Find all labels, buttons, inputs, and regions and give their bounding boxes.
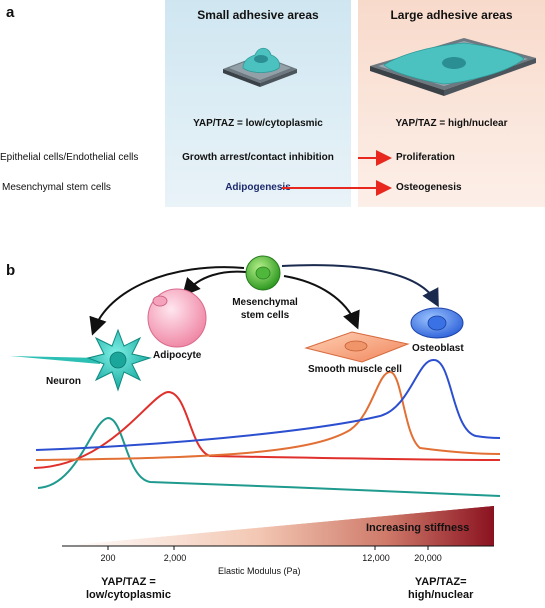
small-area-header: Small adhesive areas (197, 8, 319, 22)
arrow-to-adipocyte (182, 270, 247, 297)
stiffness-label: Increasing stiffness (366, 522, 470, 534)
small-area-epithelial-outcome: Growth arrest/contact inhibition (182, 152, 334, 163)
osteoblast-curve (35, 359, 501, 451)
yap-high-line2: high/nuclear (408, 589, 474, 601)
neuron-axon (10, 356, 100, 364)
adipocyte-curve (33, 390, 501, 469)
axis-title: Elastic Modulus (Pa) (218, 566, 301, 576)
small-area-msc-outcome: Adipogenesis (225, 182, 291, 193)
panel-b-diagram (10, 255, 501, 550)
smooth-muscle-curve (35, 370, 501, 461)
yap-high-label: YAP/TAZ= high/nuclear (408, 576, 473, 602)
panel-b-letter: b (6, 262, 16, 279)
yap-low-line1: YAP/TAZ = (101, 576, 156, 588)
tick-label-12000: 12,000 (362, 553, 390, 563)
smooth-muscle-label: Smooth muscle cell (308, 364, 402, 375)
row-label-epithelial: Epithelial cells/Endothelial cells (0, 152, 139, 163)
tick-label-20000: 20,000 (414, 553, 442, 563)
adipocyte-label: Adipocyte (153, 350, 202, 361)
large-area-background (358, 0, 545, 207)
arrow-to-neuron (89, 266, 245, 336)
large-area-header: Large adhesive areas (390, 8, 513, 22)
yap-low-line2: low/cytoplasmic (86, 589, 171, 601)
msc-label: Mesenchymal stem cells (222, 296, 308, 322)
tick-label-2000: 2,000 (163, 553, 187, 563)
arrow-to-osteoblast (281, 264, 439, 308)
large-area-msc-outcome: Osteogenesis (396, 182, 462, 193)
panel-a-arrows (282, 150, 392, 196)
msc-label-line2: stem cells (240, 310, 290, 321)
yap-low-label: YAP/TAZ = low/cytoplasmic (86, 576, 171, 602)
yap-high-line1: YAP/TAZ= (414, 576, 467, 588)
osteoblast-label: Osteoblast (412, 343, 464, 354)
neuron-label: Neuron (46, 376, 81, 387)
large-adhesive-cell-illustration (370, 38, 536, 96)
small-adhesive-cell-illustration (223, 47, 297, 87)
neuron-curve (37, 416, 501, 497)
arrow-to-smooth-muscle (283, 275, 360, 330)
large-area-yap-state: YAP/TAZ = high/nuclear (395, 118, 508, 129)
large-area-epithelial-outcome: Proliferation (396, 152, 455, 163)
panel-a-letter: a (6, 4, 15, 21)
row-label-msc: Mesenchymal stem cells (2, 182, 111, 193)
small-area-background (165, 0, 351, 207)
small-area-yap-state: YAP/TAZ = low/cytoplasmic (193, 118, 323, 129)
msc-label-line1: Mesenchymal (232, 297, 298, 308)
tick-label-200: 200 (100, 553, 116, 563)
